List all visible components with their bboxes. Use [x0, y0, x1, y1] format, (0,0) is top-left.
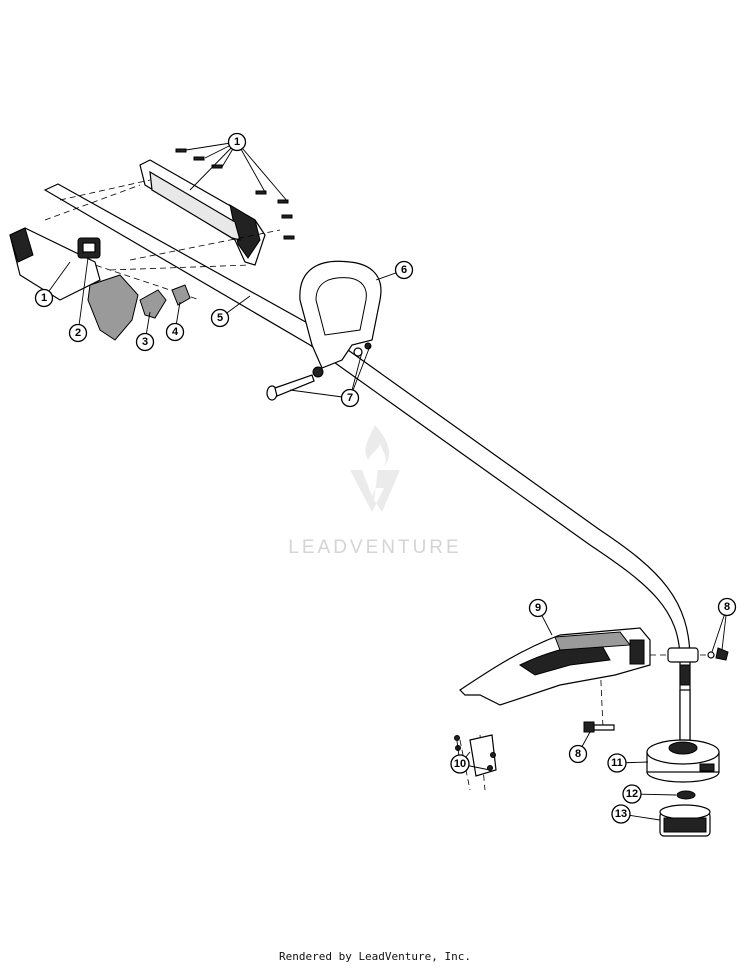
- callout-1-left: 1: [34, 288, 54, 308]
- watermark-logo: [350, 425, 400, 512]
- assist-handle: [299, 260, 382, 378]
- handle-housing-right: [139, 159, 266, 266]
- svg-text:13: 13: [615, 808, 627, 820]
- callout-13: 13: [611, 804, 631, 824]
- svg-text:3: 3: [142, 336, 148, 348]
- callout-1-top: 1: [227, 132, 247, 152]
- callout-6: 6: [394, 260, 414, 280]
- callout-2: 2: [68, 323, 88, 343]
- svg-text:12: 12: [626, 788, 638, 800]
- guard-bolt: [583, 721, 615, 733]
- svg-text:9: 9: [535, 602, 541, 614]
- svg-text:6: 6: [401, 264, 407, 276]
- handle-housing-left: [9, 227, 101, 301]
- trigger-lever: [139, 289, 167, 319]
- callout-12: 12: [622, 784, 642, 804]
- trimmer-head: [646, 739, 720, 783]
- line-cutter: [454, 734, 497, 777]
- guard-clamp: [667, 647, 729, 663]
- handle-bolt: [266, 374, 315, 401]
- svg-text:11: 11: [611, 757, 623, 769]
- svg-text:10: 10: [454, 758, 466, 770]
- footer-credit: Rendered by LeadVenture, Inc.: [278, 950, 472, 963]
- switch-part: [77, 237, 101, 259]
- svg-text:5: 5: [217, 312, 223, 324]
- lock-lever: [171, 284, 191, 306]
- bump-knob: [659, 804, 711, 837]
- svg-text:8: 8: [575, 748, 581, 760]
- svg-text:7: 7: [347, 392, 353, 404]
- svg-text:4: 4: [172, 326, 179, 338]
- watermark-text: LEADVENTURE: [288, 537, 461, 558]
- callout-10: 10: [450, 754, 470, 774]
- callout-3: 3: [135, 332, 155, 352]
- trimmer-guard: [459, 627, 651, 706]
- callout-7: 7: [340, 388, 360, 408]
- callout-9: 9: [528, 598, 548, 618]
- svg-text:8: 8: [724, 601, 730, 613]
- callout-8-right: 8: [717, 597, 737, 617]
- spool-washer: [676, 790, 696, 800]
- callout-5: 5: [210, 308, 230, 328]
- callout-11: 11: [607, 753, 627, 773]
- svg-text:1: 1: [234, 136, 240, 148]
- svg-text:1: 1: [41, 292, 47, 304]
- trigger-cover: [87, 274, 139, 341]
- callout-4: 4: [165, 322, 185, 342]
- svg-text:2: 2: [75, 327, 81, 339]
- housing-screws: [175, 148, 295, 240]
- callout-8-lower: 8: [568, 744, 588, 764]
